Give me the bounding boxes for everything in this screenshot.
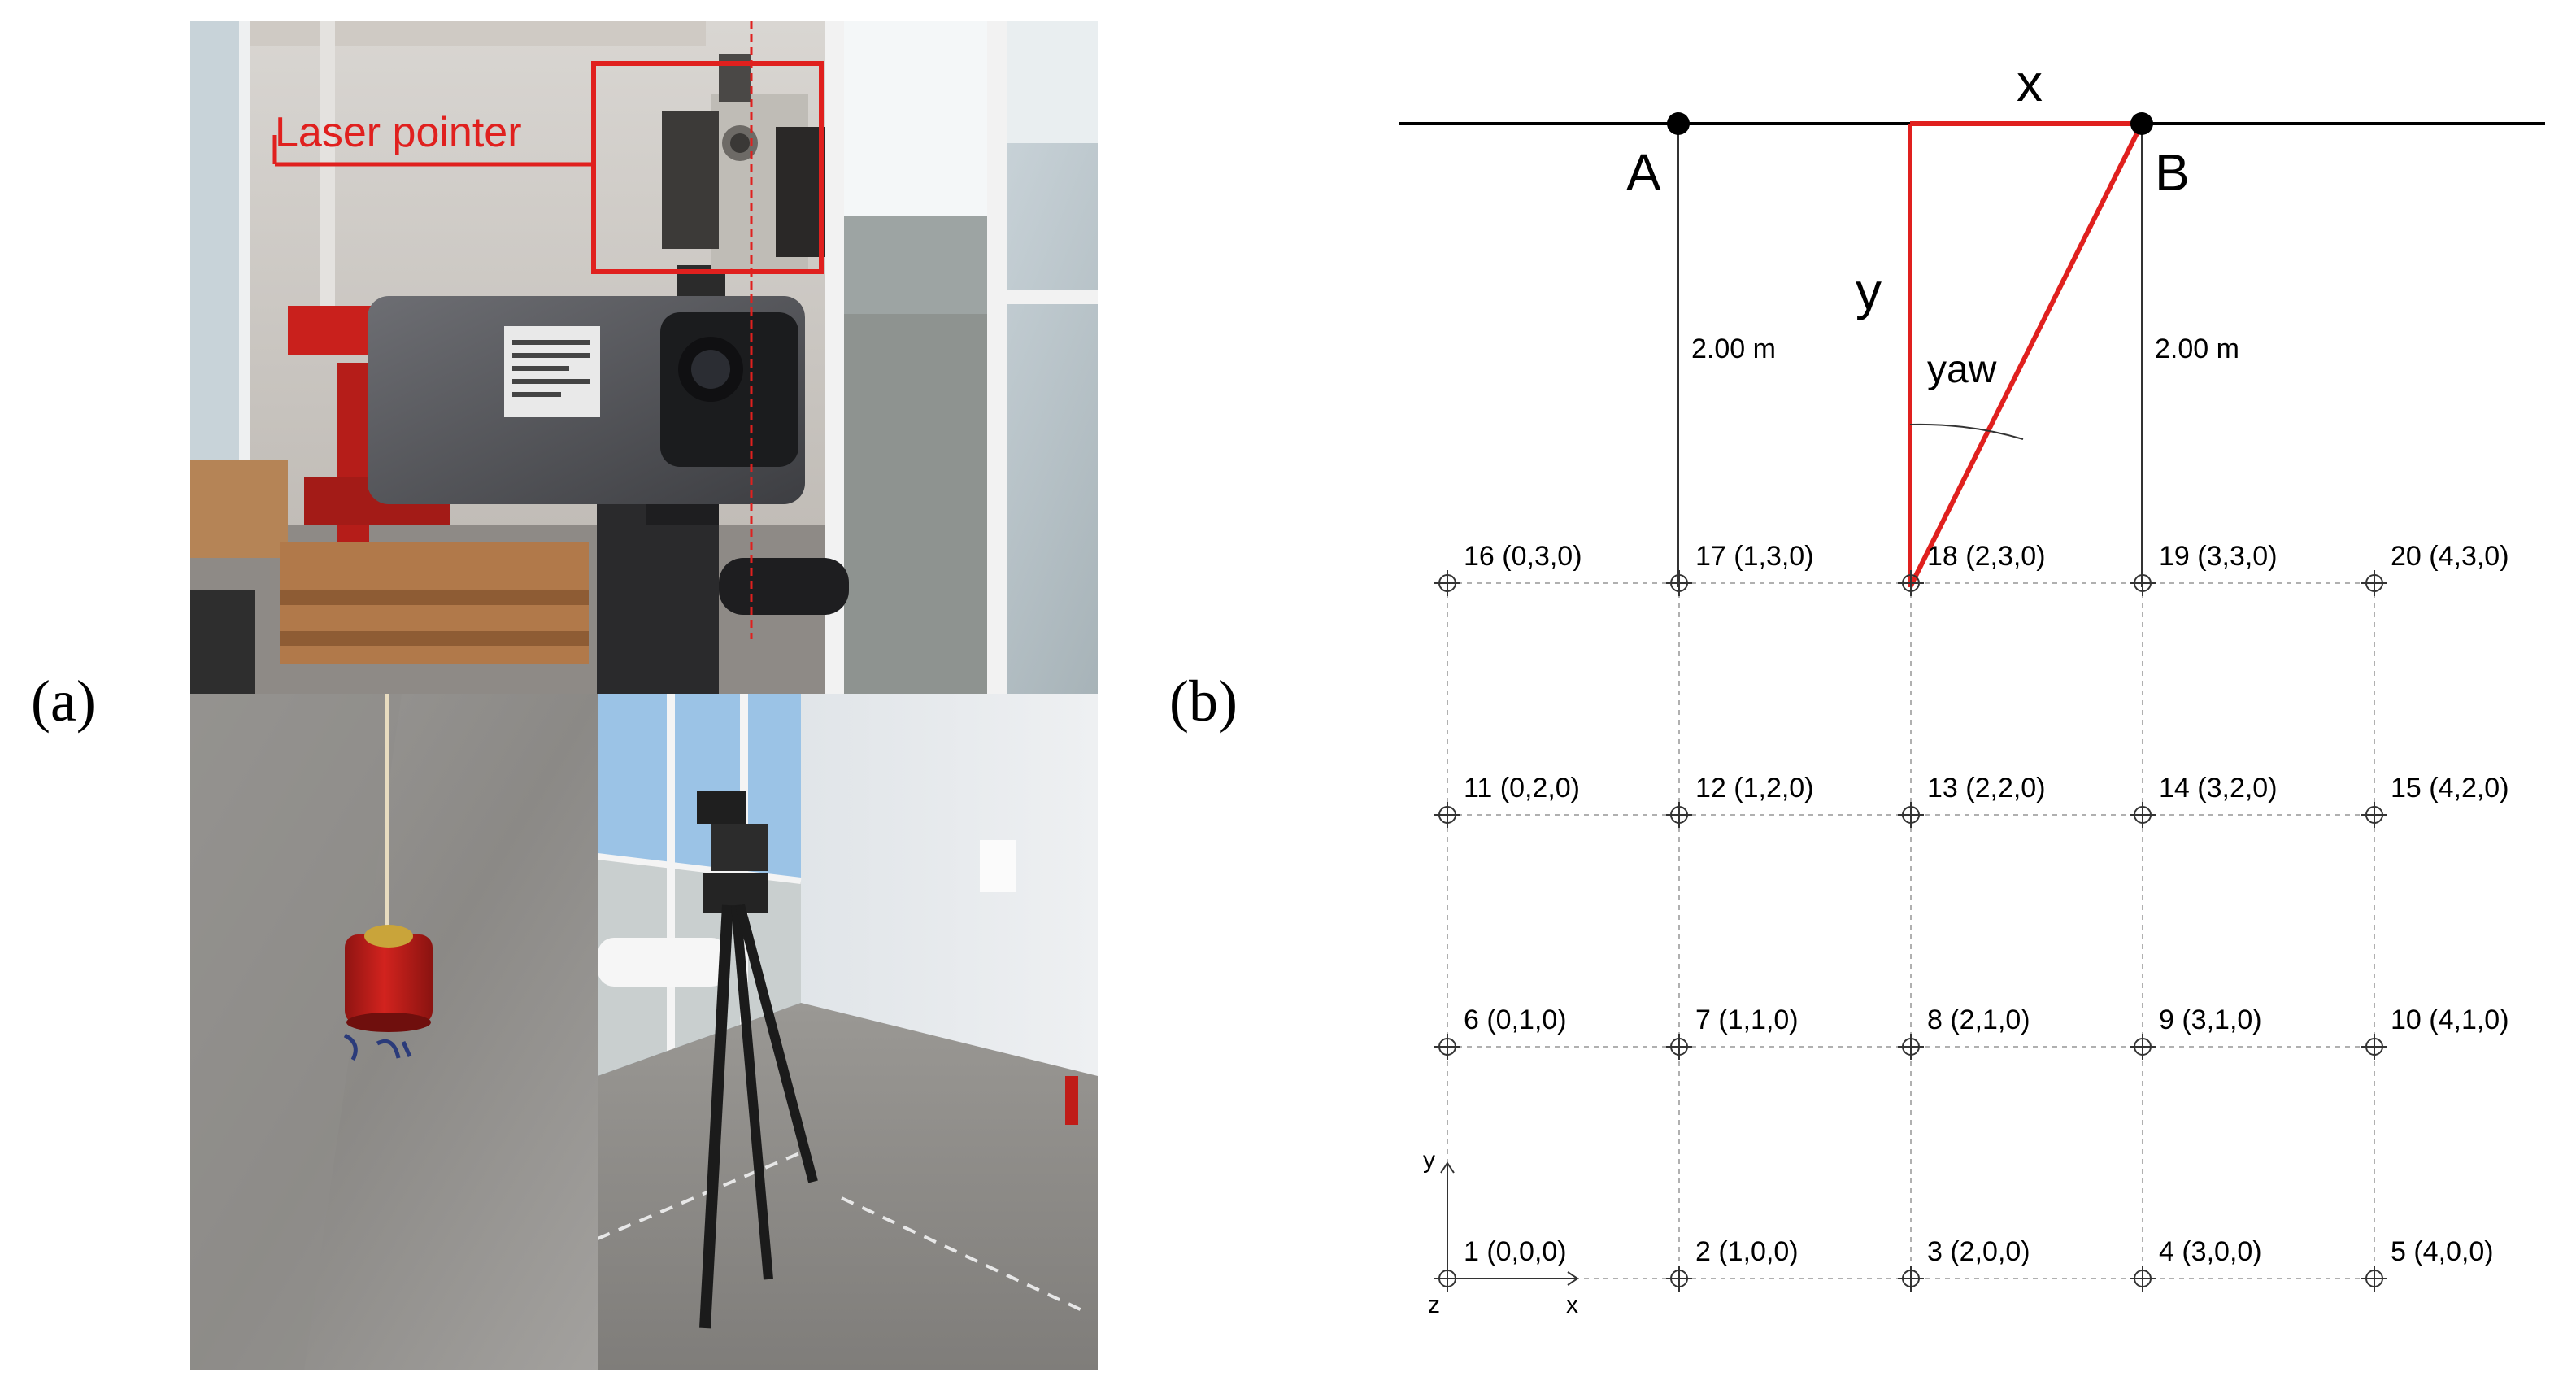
grid-point: 16 (0,3,0) [1434, 541, 1582, 596]
laser-pointer-label: Laser pointer [275, 109, 522, 156]
grid-point-label: 14 (3,2,0) [2159, 773, 2278, 804]
point-a-marker [1667, 112, 1690, 135]
grid-point: 19 (3,3,0) [2130, 541, 2278, 596]
grid-point-label: 4 (3,0,0) [2159, 1236, 2262, 1267]
grid-point: 10 (4,1,0) [2361, 1004, 2509, 1060]
grid-point: 8 (2,1,0) [1898, 1004, 2030, 1060]
panel-label-b: (b) [1169, 669, 1238, 734]
grid-point: 15 (4,2,0) [2361, 773, 2509, 828]
axis-x-label: x [1566, 1292, 1578, 1318]
photo-smartphone-laser: Laser pointer [190, 21, 1098, 694]
y-distance-label: y [1856, 262, 1882, 320]
grid-point: 4 (3,0,0) [2130, 1236, 2262, 1292]
grid-point-label: 5 (4,0,0) [2391, 1236, 2494, 1267]
grid-point-label: 9 (3,1,0) [2159, 1004, 2262, 1035]
grid-point-label: 17 (1,3,0) [1695, 541, 1814, 572]
point-b-marker [2130, 112, 2153, 135]
axis-y-label: y [1423, 1147, 1435, 1174]
point-a-label: A [1626, 143, 1661, 202]
grid-point-label: 1 (0,0,0) [1464, 1236, 1567, 1267]
grid-point-label: 2 (1,0,0) [1695, 1236, 1799, 1267]
grid-point: 3 (2,0,0) [1898, 1236, 2030, 1292]
grid-point-label: 13 (2,2,0) [1927, 773, 2046, 804]
grid-point: 2 (1,0,0) [1666, 1236, 1799, 1292]
grid-point: 7 (1,1,0) [1666, 1004, 1799, 1060]
grid-point: 5 (4,0,0) [2361, 1236, 2494, 1292]
laser-highlight-box [591, 61, 824, 274]
grid-point: 12 (1,2,0) [1666, 773, 1814, 828]
axis-y-arrow [1440, 1161, 1455, 1174]
dimension-label-left: 2.00 m [1691, 333, 1776, 364]
grid-point-label: 6 (0,1,0) [1464, 1004, 1567, 1035]
panel-label-a: (a) [31, 669, 96, 734]
axis-z-label: z [1428, 1292, 1440, 1318]
grid-diagram: A B x y yaw 2.00 m 2.00 m 1 (0,0,0) 2 (1,… [1382, 33, 2553, 1366]
photo-tripod-room [598, 694, 1098, 1370]
grid-point-label: 19 (3,3,0) [2159, 541, 2278, 572]
grid-point: 9 (3,1,0) [2130, 1004, 2262, 1060]
grid-point: 1 (0,0,0) [1434, 1236, 1567, 1292]
grid-point-label: 3 (2,0,0) [1927, 1236, 2030, 1267]
dimension-label-right: 2.00 m [2155, 333, 2239, 364]
yaw-angle-arc [1909, 423, 2024, 440]
yaw-label: yaw [1927, 348, 1997, 391]
grid-point: 6 (0,1,0) [1434, 1004, 1567, 1060]
grid-point: 17 (1,3,0) [1666, 541, 1814, 596]
grid-point: 14 (3,2,0) [2130, 773, 2278, 828]
grid-point-label: 10 (4,1,0) [2391, 1004, 2509, 1035]
grid-points: 1 (0,0,0) 2 (1,0,0) 3 (2,0,0) 4 (3,0,0) 5 (4… [1434, 541, 2509, 1292]
axis-x-arrow [1567, 1271, 1579, 1286]
grid-point-label: 15 (4,2,0) [2391, 773, 2509, 804]
grid-point-label: 8 (2,1,0) [1927, 1004, 2030, 1035]
grid-point: 11 (0,2,0) [1434, 773, 1580, 828]
grid-diagram-svg: A B x y yaw 2.00 m 2.00 m 1 (0,0,0) 2 (1,… [1399, 54, 2545, 1318]
grid-point-label: 7 (1,1,0) [1695, 1004, 1799, 1035]
grid-point-label: 18 (2,3,0) [1927, 541, 2046, 572]
x-distance-label: x [2017, 54, 2043, 112]
grid-point-label: 16 (0,3,0) [1464, 541, 1582, 572]
grid-point-label: 20 (4,3,0) [2391, 541, 2509, 572]
grid-lines [1447, 582, 2375, 1279]
yaw-triangle-hypotenuse [1908, 122, 2144, 589]
photo-plumb-bob [190, 694, 598, 1370]
grid-point-label: 12 (1,2,0) [1695, 773, 1814, 804]
grid-point: 18 (2,3,0) [1898, 541, 2046, 596]
point-b-label: B [2155, 143, 2190, 202]
grid-point: 20 (4,3,0) [2361, 541, 2509, 596]
grid-point-label: 11 (0,2,0) [1464, 773, 1580, 804]
grid-point: 13 (2,2,0) [1898, 773, 2046, 828]
